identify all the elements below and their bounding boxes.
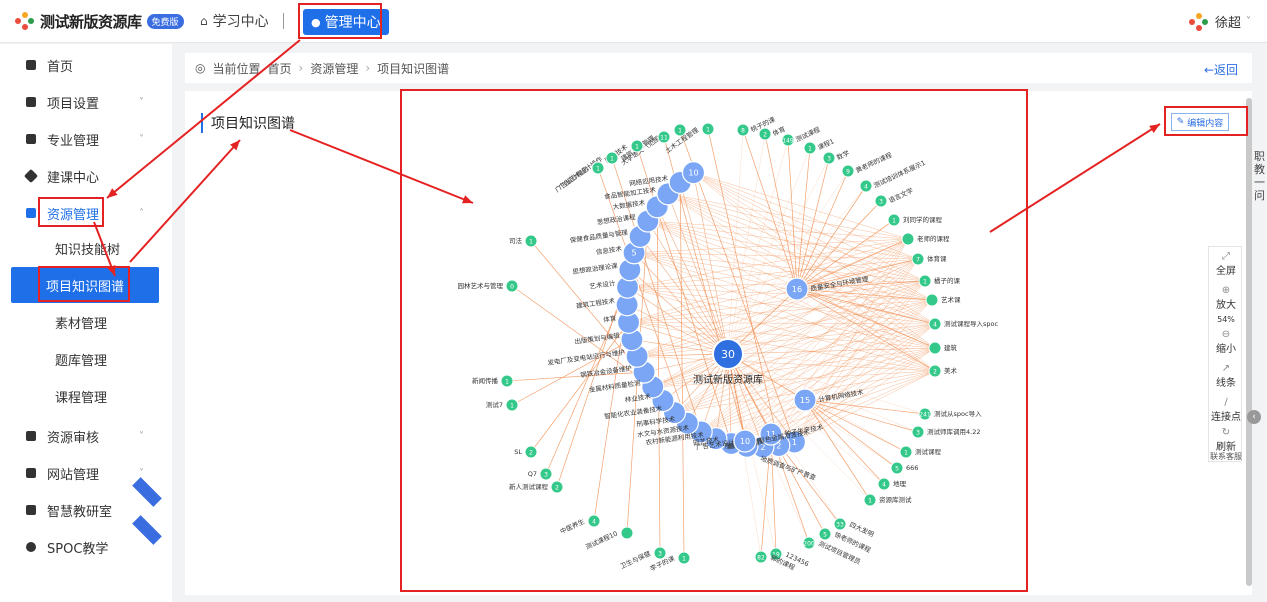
- monitor-icon: [26, 468, 36, 478]
- chevron-down-icon: ˅: [139, 467, 144, 479]
- sidebar-item-major[interactable]: 专业管理 ˅: [0, 121, 172, 157]
- user-menu[interactable]: 徐超 ˅: [1188, 12, 1251, 31]
- chevron-down-icon: ˅: [139, 430, 144, 442]
- lines-icon: ↗: [1221, 363, 1231, 374]
- fullscreen-button[interactable]: ⤢ 全屏: [1209, 251, 1243, 277]
- graph-panel: 项目知识图谱 ✎ 编辑内容: [185, 91, 1252, 595]
- sidebar-item-course-build[interactable]: 建课中心: [0, 158, 172, 194]
- sidebar-sub-label: 知识技能树: [55, 242, 121, 258]
- refresh-button[interactable]: ↻ 刷新: [1209, 427, 1243, 453]
- sidebar-item-site-mgmt[interactable]: 网站管理 ˅: [0, 455, 172, 491]
- send-icon: [23, 168, 39, 184]
- location-icon: ◎: [195, 61, 206, 75]
- logo-mark-icon: [14, 11, 36, 32]
- nav-study-center[interactable]: ⌂ 学习中心: [200, 7, 269, 35]
- sidebar-sub-materials[interactable]: 素材管理: [0, 304, 172, 340]
- sidebar-item-label: 首页: [47, 59, 74, 75]
- nav-admin-center[interactable]: ● 管理中心: [303, 9, 389, 35]
- chevron-down-icon: ˅: [1246, 16, 1251, 27]
- sidebar-item-home[interactable]: 首页: [0, 47, 172, 83]
- sidebar-item-label: 网站管理: [47, 467, 100, 483]
- sidebar-item-project-settings[interactable]: 项目设置 ˅: [0, 84, 172, 120]
- nav-admin-label: 管理中心: [324, 15, 381, 31]
- review-icon: [26, 431, 36, 441]
- book-icon: [26, 134, 36, 144]
- zoom-level: 54%: [1217, 315, 1235, 324]
- partial-label: 联系客服: [1210, 452, 1242, 461]
- sidebar-sub-label: 课程管理: [55, 390, 108, 406]
- sidebar-item-label: 项目设置: [47, 96, 100, 112]
- sidebar-item-spoc[interactable]: SPOC教学: [0, 529, 172, 565]
- zoom-out-button[interactable]: ⊖ 缩小: [1209, 329, 1243, 355]
- sidebar-sub-question-bank[interactable]: 题库管理: [0, 341, 172, 377]
- breadcrumb-home[interactable]: 首页: [267, 61, 292, 76]
- connect-icon: ∕: [1224, 397, 1228, 408]
- folder-icon: [26, 97, 36, 107]
- chevron-up-icon: ˄: [139, 207, 144, 219]
- sidebar-item-label: 资源管理: [47, 207, 100, 223]
- sidebar-item-teaching-lab[interactable]: 智慧教研室: [0, 492, 172, 528]
- edit-icon: ✎: [1176, 117, 1185, 127]
- chevron-right-icon: ›: [298, 61, 304, 75]
- nav-separator: [283, 13, 284, 29]
- connect-button[interactable]: ∕ 连接点: [1209, 397, 1243, 423]
- sidebar-item-label: 资源审核: [47, 430, 100, 446]
- home-icon: [26, 60, 36, 70]
- admin-icon: ●: [311, 15, 321, 29]
- user-avatar-icon: [1188, 12, 1209, 31]
- connect-label: 连接点: [1211, 412, 1241, 423]
- zoom-in-button[interactable]: ⊕ 放大: [1209, 285, 1243, 311]
- zoom-out-icon: ⊖: [1221, 329, 1231, 340]
- top-bar: 测试新版资源库 免费版 ⌂ 学习中心 ● 管理中心 徐超 ˅: [0, 0, 1267, 43]
- fullscreen-label: 全屏: [1216, 266, 1236, 277]
- chevron-right-icon: ›: [365, 61, 371, 75]
- nav-study-label: 学习中心: [212, 14, 269, 30]
- edit-content-button[interactable]: ✎ 编辑内容: [1171, 113, 1229, 131]
- sidebar-item-label: SPOC教学: [47, 541, 109, 557]
- chevron-down-icon: ˅: [139, 133, 144, 145]
- sidebar-sub-course-mgmt[interactable]: 课程管理: [0, 378, 172, 414]
- fullscreen-icon: ⤢: [1222, 251, 1230, 262]
- sidebar-sub-skill-tree[interactable]: 知识技能树: [0, 230, 172, 266]
- study-icon: ⌂: [200, 14, 208, 28]
- breadcrumb-prefix: 当前位置: [212, 61, 261, 76]
- breadcrumb-current: 项目知识图谱: [377, 61, 450, 76]
- sidebar: 首页 项目设置 ˅ 专业管理 ˅ 建课中心 资源管理 ˄ 知识技能树 项目知识图谱 素…: [0, 44, 172, 602]
- sidebar-sub-label: 项目知识图谱: [45, 279, 124, 295]
- chevron-down-icon: ˅: [139, 96, 144, 108]
- side-tab-text[interactable]: 职教一问: [1254, 150, 1265, 202]
- resource-icon: [26, 208, 36, 218]
- sidebar-item-label: 专业管理: [47, 133, 100, 149]
- edit-label: 编辑内容: [1187, 118, 1224, 129]
- ie-icon: [26, 542, 36, 552]
- user-name: 徐超: [1214, 16, 1241, 31]
- refresh-label: 刷新: [1216, 442, 1236, 453]
- sidebar-sub-label: 题库管理: [55, 353, 108, 369]
- lines-label: 线条: [1216, 378, 1236, 389]
- sidebar-sub-knowledge-graph[interactable]: 项目知识图谱: [11, 267, 159, 303]
- refresh-icon: ↻: [1221, 427, 1231, 438]
- logo[interactable]: 测试新版资源库 免费版: [14, 11, 184, 32]
- zoom-in-label: 放大: [1216, 300, 1236, 311]
- document-icon: [26, 505, 36, 515]
- panel-title: 项目知识图谱: [201, 113, 295, 133]
- sidebar-item-resource-mgmt[interactable]: 资源管理 ˄: [0, 195, 172, 231]
- zoom-out-label: 缩小: [1216, 344, 1236, 355]
- lines-button[interactable]: ↗ 线条: [1209, 363, 1243, 389]
- free-badge: 免费版: [146, 14, 184, 29]
- graph-toolbar: ⤢ 全屏 ⊕ 放大 54% ⊖ 缩小 ↗ 线条 ∕ 连接点 ↻ 刷新 联系客服: [1208, 246, 1242, 462]
- breadcrumb: ◎ 当前位置 首页 › 资源管理 › 项目知识图谱 ←返回: [185, 53, 1252, 83]
- zoom-in-icon: ⊕: [1221, 285, 1231, 296]
- scrollbar[interactable]: [1246, 98, 1252, 586]
- breadcrumb-resource[interactable]: 资源管理: [310, 61, 359, 76]
- sidebar-item-label: 建课中心: [47, 170, 100, 186]
- app-title: 测试新版资源库: [40, 13, 142, 31]
- sidebar-item-label: 智慧教研室: [47, 504, 113, 520]
- sidebar-item-resource-review[interactable]: 资源审核 ˅: [0, 418, 172, 454]
- sidebar-sub-label: 素材管理: [55, 316, 108, 332]
- back-link[interactable]: ←返回: [1203, 63, 1238, 77]
- main-content: ◎ 当前位置 首页 › 资源管理 › 项目知识图谱 ←返回 项目知识图谱 ✎ 编…: [185, 53, 1252, 595]
- collapse-toolbar-icon[interactable]: ‹: [1247, 410, 1261, 424]
